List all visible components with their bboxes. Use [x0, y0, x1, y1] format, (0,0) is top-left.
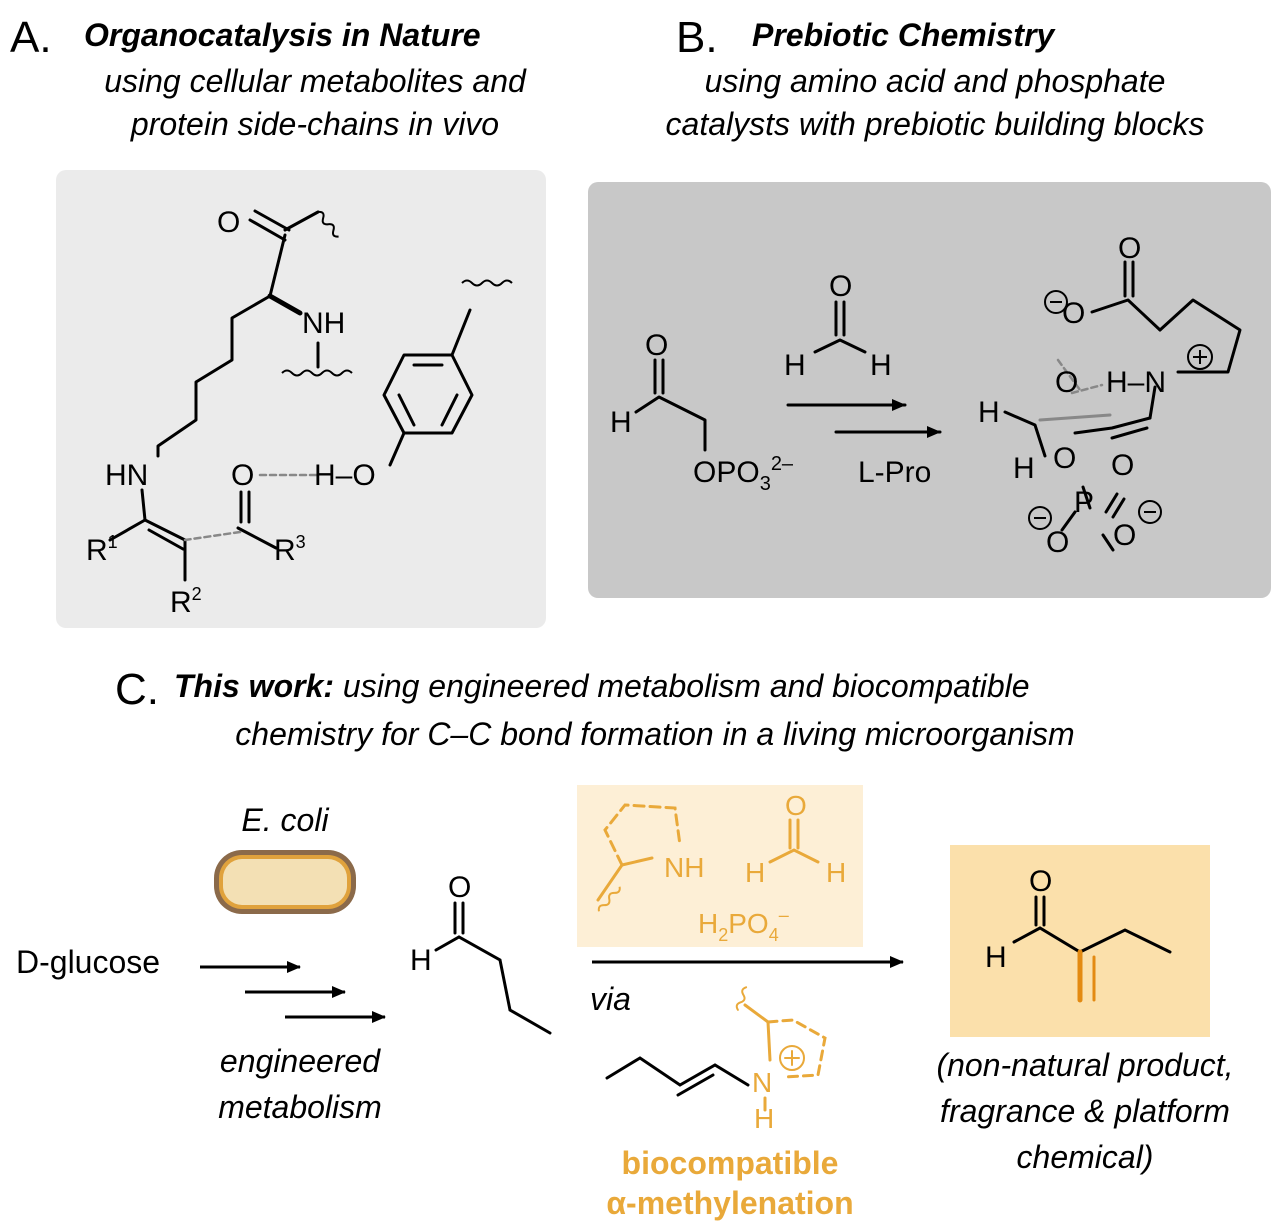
svg-text:N: N [752, 1067, 772, 1098]
panel-b-atom-labels: O H OPO32– O H H O O O H–N H H O P O O O [610, 232, 1166, 559]
start-material-label: D-glucose [16, 944, 161, 980]
panel-a-structure [108, 209, 474, 582]
panel-a-atom-labels: O NH HN O H–O R1 R3 R2 [86, 206, 376, 619]
svg-text:P: P [1074, 486, 1094, 519]
panel-a-letter: A. [10, 13, 52, 62]
butanal-atom-labels: O H [410, 871, 471, 977]
product-label-3: chemical) [1016, 1139, 1154, 1175]
via-label: via [590, 981, 631, 1017]
panel-c-title-bold: This work: [174, 668, 335, 704]
svg-text:NH: NH [302, 307, 345, 340]
panel-c-title: This work: using engineered metabolism a… [174, 668, 1030, 705]
svg-text:O: O [1118, 232, 1141, 265]
svg-text:R2: R2 [170, 584, 202, 619]
svg-text:O: O [1113, 519, 1136, 552]
svg-text:H: H [985, 941, 1007, 974]
panel-b-letter: B. [676, 13, 718, 62]
panel-a-title: Organocatalysis in Nature [84, 17, 481, 53]
panel-b-title: Prebiotic Chemistry [752, 17, 1055, 53]
product-atom-labels: O H [985, 865, 1052, 974]
svg-text:R1: R1 [86, 532, 118, 567]
svg-text:O: O [645, 329, 668, 362]
highlight-label-2: α-methylenation [606, 1185, 854, 1221]
panel-c-arrows [200, 956, 904, 1023]
panel-b-structures [634, 260, 1242, 552]
product-label-1: (non-natural product, [936, 1047, 1234, 1083]
svg-text:HN: HN [105, 459, 148, 492]
svg-text:O: O [1062, 297, 1085, 330]
svg-text:O: O [1055, 366, 1078, 399]
panel-c-letter: C. [115, 665, 159, 714]
svg-text:H: H [826, 857, 846, 888]
panel-c-title-rest: using engineered metabolism and biocompa… [334, 668, 1030, 704]
catalyst-wavy [597, 886, 621, 912]
ecoli-cell-icon [214, 850, 356, 914]
panel-a-box [56, 170, 546, 628]
panel-c-subtitle: chemistry for C–C bond formation in a li… [235, 716, 1075, 752]
organism-label: E. coli [241, 802, 329, 838]
svg-text:O: O [217, 206, 240, 239]
product-box [950, 845, 1210, 1037]
svg-text:O: O [1029, 865, 1052, 898]
svg-text:H: H [870, 349, 892, 382]
iminium-atom-labels: N H [752, 1067, 774, 1134]
panel-a-subtitle-2: protein side-chains in vivo [130, 106, 500, 142]
panel-b-subtitle-1: using amino acid and phosphate [704, 63, 1166, 99]
svg-text:H: H [754, 1103, 774, 1134]
svg-text:O: O [829, 270, 852, 303]
iminium-structure [605, 986, 827, 1112]
svg-text:H: H [978, 396, 1000, 429]
svg-text:O: O [1053, 442, 1076, 475]
svg-text:O: O [1046, 526, 1069, 559]
catalyst-box [577, 785, 863, 947]
svg-text:NH: NH [664, 852, 704, 883]
svg-text:O: O [1111, 449, 1134, 482]
svg-text:H: H [784, 349, 806, 382]
svg-text:H: H [410, 944, 432, 977]
catalyst-structures [596, 803, 820, 902]
product-structure [1012, 895, 1172, 1003]
l-pro-label: L-Pro [858, 456, 931, 489]
panel-b-charges [1028, 290, 1213, 530]
svg-text:OPO32–: OPO32– [693, 453, 794, 495]
svg-text:O: O [448, 871, 471, 904]
svg-text:H: H [1013, 452, 1035, 485]
butanal-structure [434, 901, 552, 1035]
process-label-1: engineered [219, 1043, 381, 1079]
panel-a-subtitle-1: using cellular metabolites and [104, 63, 526, 99]
product-label-2: fragrance & platform [940, 1093, 1230, 1129]
panel-b-subtitle-2: catalysts with prebiotic building blocks [665, 106, 1205, 142]
svg-text:H–O: H–O [314, 459, 376, 492]
svg-text:O: O [785, 790, 807, 821]
panel-a-wavy-bonds [281, 210, 513, 377]
svg-text:H: H [745, 857, 765, 888]
panel-b-box [588, 182, 1271, 598]
highlight-label-1: biocompatible [621, 1145, 839, 1181]
svg-text:R3: R3 [274, 532, 306, 567]
catalyst-atom-labels: NH O H H H2PO4– [664, 790, 846, 945]
svg-text:H: H [610, 406, 632, 439]
svg-text:H2PO4–: H2PO4– [698, 905, 789, 945]
process-label-2: metabolism [218, 1089, 382, 1125]
svg-text:H–N: H–N [1106, 366, 1166, 399]
svg-text:O: O [231, 459, 254, 492]
